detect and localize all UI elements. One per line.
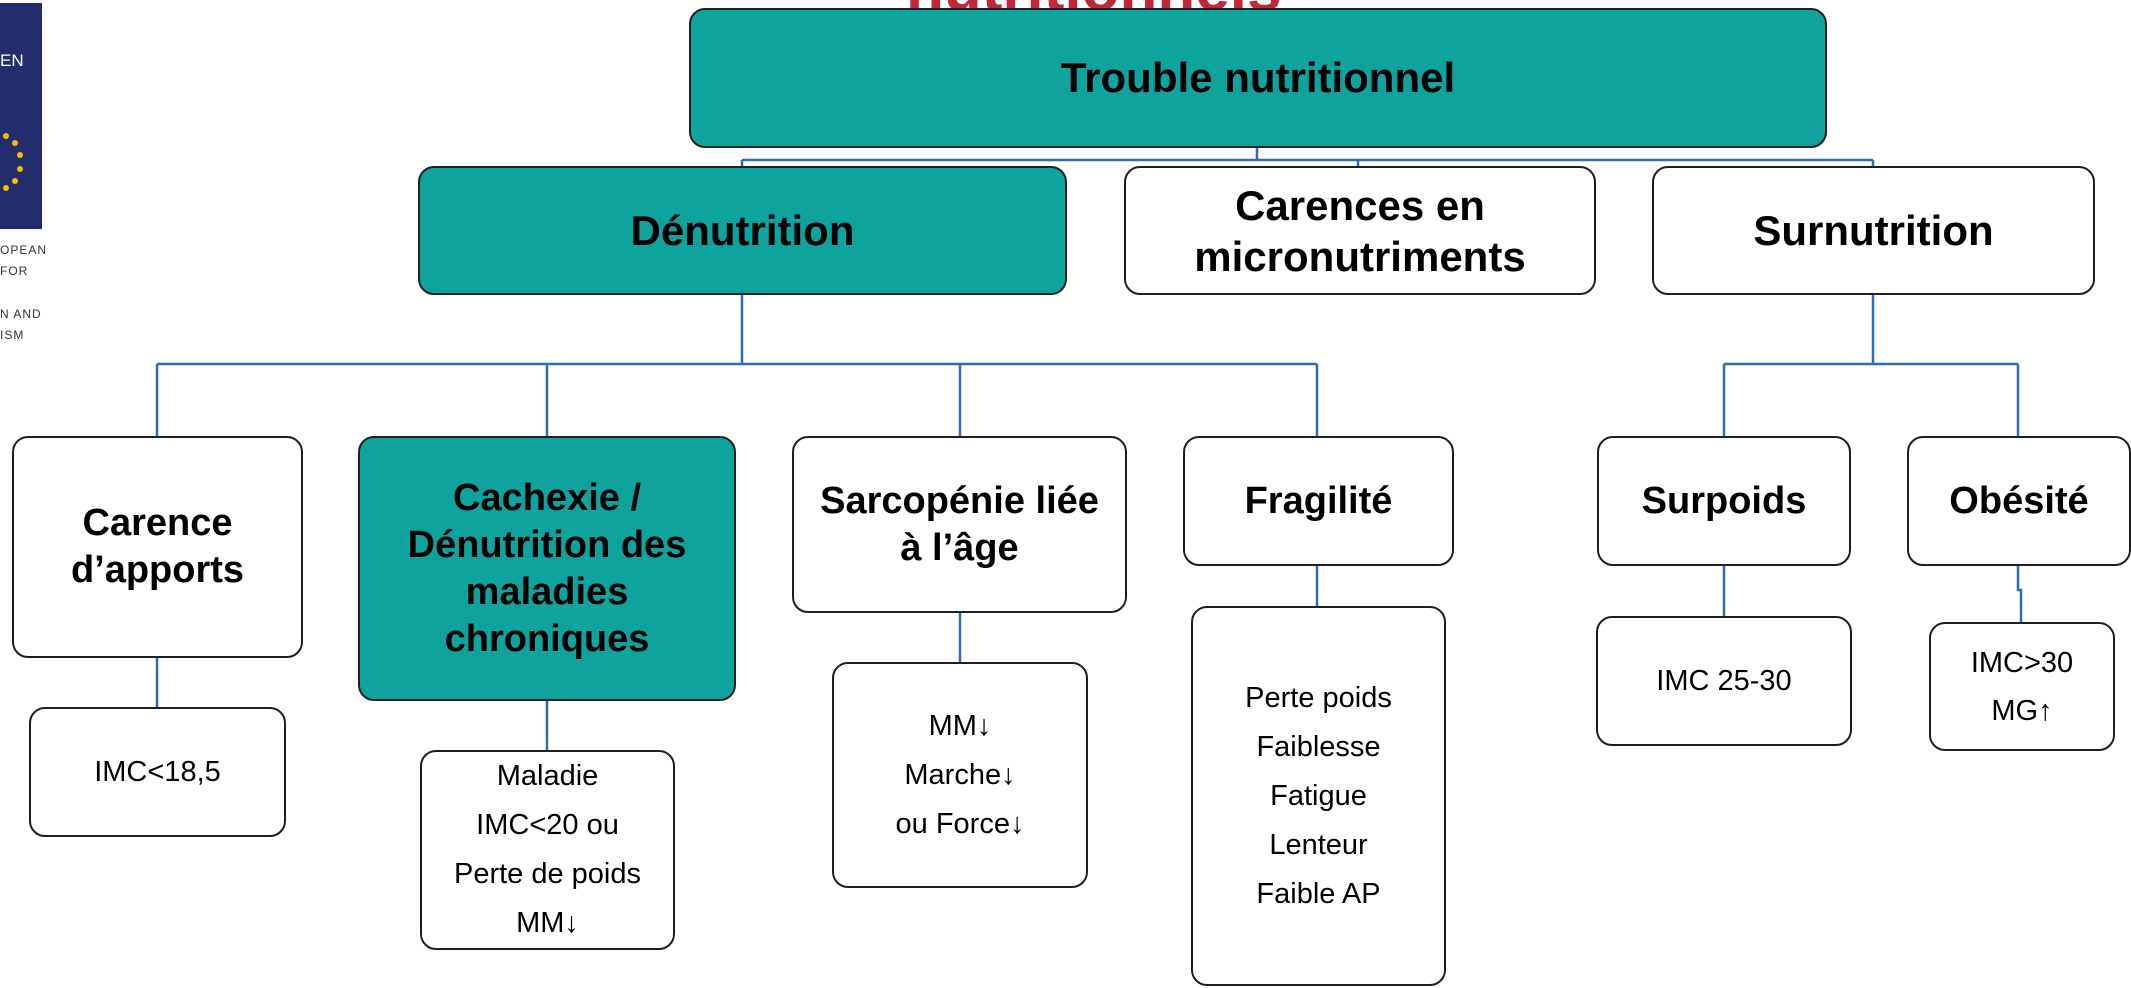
logo-en-text: EN bbox=[0, 51, 24, 70]
node-carences-label-line2: micronutriments bbox=[1194, 232, 1526, 280]
node-cachexie-line4: chroniques bbox=[444, 617, 650, 660]
node-sarcopenie-line1: Sarcopénie liée bbox=[820, 479, 1099, 522]
criteria-fragilite: Perte poids Faiblesse Fatigue Lenteur Fa… bbox=[1191, 606, 1446, 986]
criteria-sarcopenie-item: Marche↓ bbox=[904, 758, 1016, 791]
node-carences-micronutriments: Carences en micronutriments bbox=[1124, 166, 1596, 295]
logo-text-line1: OPEAN bbox=[0, 243, 48, 257]
node-cachexie: Cachexie / Dénutrition des maladies chro… bbox=[358, 436, 736, 701]
criteria-obesite: IMC>30 MG↑ bbox=[1929, 622, 2115, 751]
criteria-sarcopenie-item: ou Force↓ bbox=[895, 807, 1025, 840]
criteria-sarcopenie: MM↓ Marche↓ ou Force↓ bbox=[832, 662, 1088, 888]
criteria-carence-apports-item: IMC<18,5 bbox=[94, 755, 221, 788]
logo-text-line4: ISM bbox=[0, 328, 25, 342]
node-fragilite-label: Fragilité bbox=[1244, 479, 1393, 522]
node-cachexie-line3: maladies bbox=[465, 570, 629, 613]
criteria-fragilite-item: Perte poids bbox=[1245, 681, 1392, 714]
criteria-obesite-item: IMC>30 bbox=[1970, 646, 2074, 679]
criteria-fragilite-item: Fatigue bbox=[1270, 779, 1367, 812]
node-denutrition: Dénutrition bbox=[418, 166, 1067, 295]
node-obesite: Obésité bbox=[1907, 436, 2131, 566]
criteria-fragilite-item: Lenteur bbox=[1269, 828, 1368, 861]
logo-text-line3: N AND bbox=[0, 307, 42, 321]
node-carence-apports: Carence d’apports bbox=[12, 436, 303, 658]
node-surnutrition-label: Surnutrition bbox=[1753, 206, 1994, 254]
node-carence-apports-line2: d’apports bbox=[70, 549, 245, 591]
node-surpoids: Surpoids bbox=[1597, 436, 1851, 566]
root-label: Trouble nutritionnel bbox=[1060, 54, 1456, 101]
node-sarcopenie: Sarcopénie liée à l’âge bbox=[792, 436, 1127, 613]
esp-logo: EN bbox=[0, 3, 42, 229]
criteria-surpoids-item: IMC 25-30 bbox=[1656, 664, 1792, 697]
criteria-sarcopenie-item: MM↓ bbox=[928, 709, 992, 742]
criteria-obesite-item: MG↑ bbox=[1991, 694, 2053, 727]
node-sarcopenie-line2: à l’âge bbox=[900, 526, 1019, 569]
node-cachexie-line2: Dénutrition des bbox=[407, 523, 687, 566]
criteria-cachexie-item: Perte de poids bbox=[453, 858, 641, 890]
criteria-surpoids: IMC 25-30 bbox=[1596, 616, 1852, 746]
node-fragilite: Fragilité bbox=[1183, 436, 1454, 566]
criteria-fragilite-item: Faible AP bbox=[1256, 877, 1381, 910]
node-carence-apports-line1: Carence bbox=[82, 502, 233, 544]
criteria-cachexie-item: Maladie bbox=[496, 760, 599, 792]
node-denutrition-label: Dénutrition bbox=[630, 206, 855, 254]
criteria-cachexie-item: MM↓ bbox=[516, 907, 579, 939]
criteria-carence-apports: IMC<18,5 bbox=[29, 707, 286, 837]
node-surnutrition: Surnutrition bbox=[1652, 166, 2095, 295]
node-carences-label-line1: Carences en bbox=[1235, 181, 1485, 229]
node-cachexie-line1: Cachexie / bbox=[453, 476, 641, 519]
node-surpoids-label: Surpoids bbox=[1641, 479, 1807, 522]
logo-text-line2: FOR bbox=[0, 264, 29, 278]
criteria-fragilite-item: Faiblesse bbox=[1256, 730, 1381, 763]
root-trouble-nutritionnel: Trouble nutritionnel bbox=[689, 8, 1827, 148]
eu-stars-icon bbox=[3, 133, 23, 191]
criteria-cachexie-item: IMC<20 ou bbox=[476, 809, 619, 841]
node-obesite-label: Obésité bbox=[1949, 479, 2089, 522]
criteria-cachexie: Maladie IMC<20 ou Perte de poids MM↓ bbox=[420, 750, 675, 950]
